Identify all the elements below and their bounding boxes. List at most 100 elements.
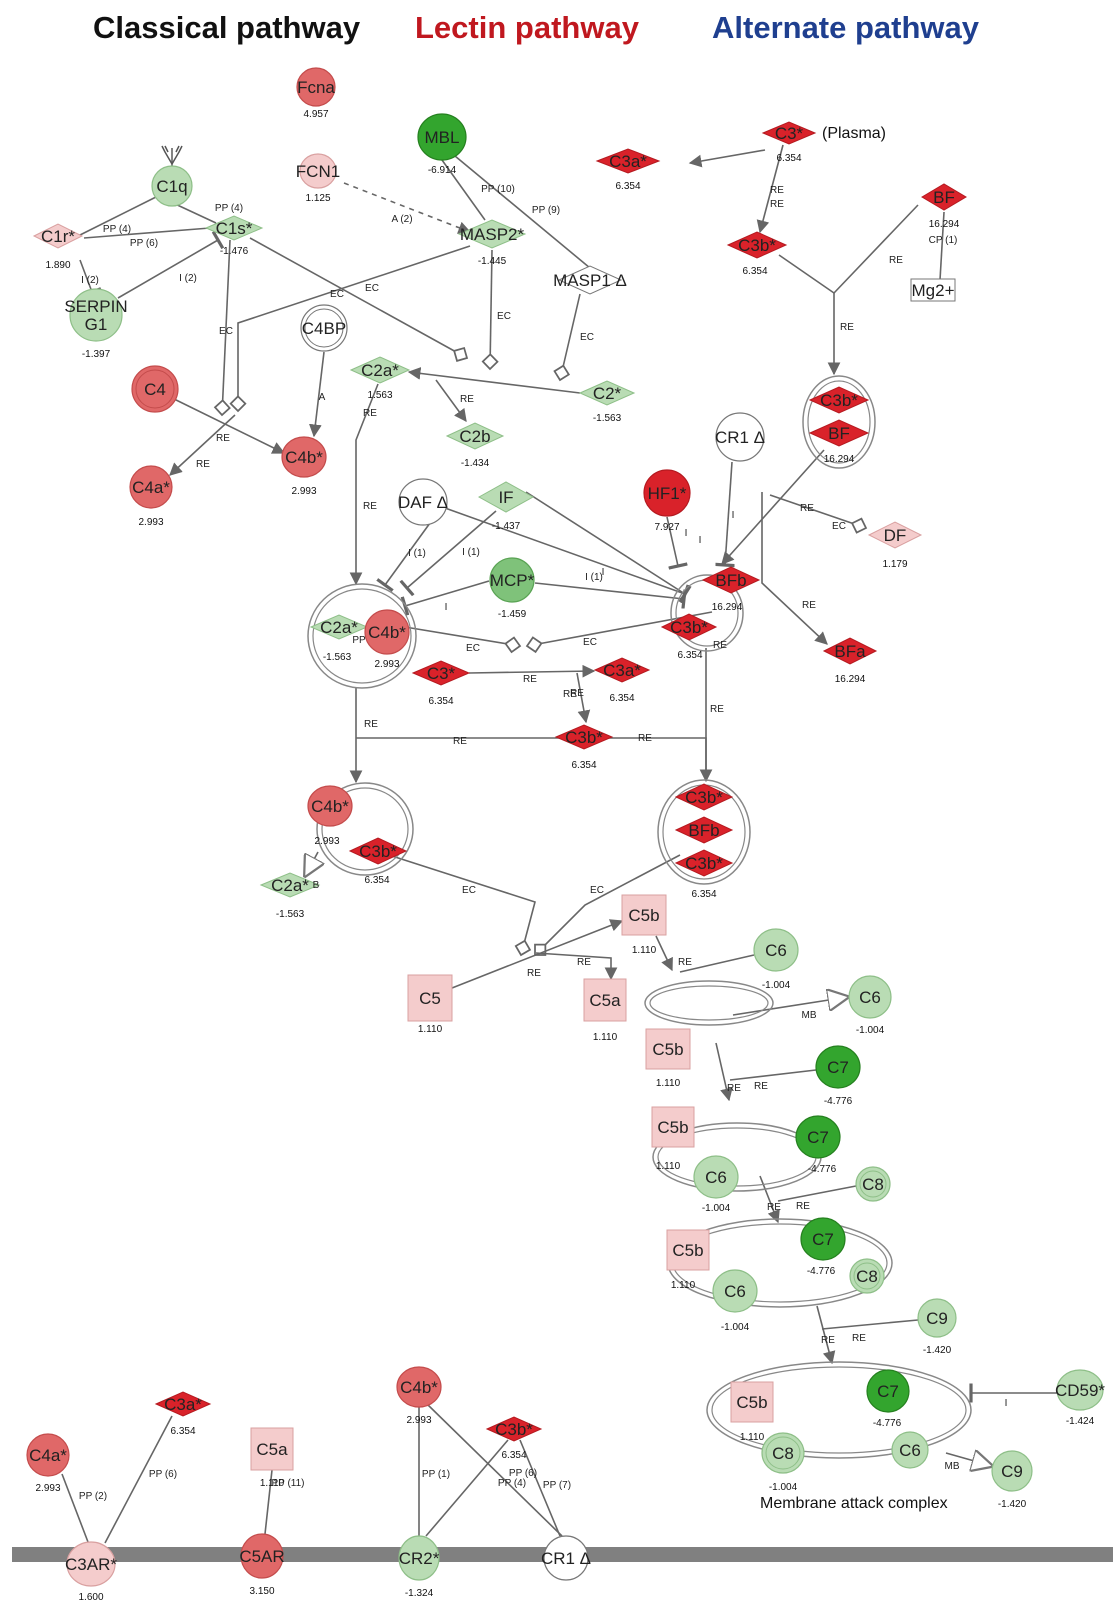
node-c3a_b-shape[interactable] [154, 1391, 212, 1417]
complex-member-2[interactable] [849, 1258, 885, 1294]
node-cr1_1[interactable]: CR1 Δ [715, 412, 765, 462]
node-c3a_top-shape[interactable] [595, 148, 661, 174]
node-c6_2[interactable]: C6-1.004 [848, 975, 892, 1036]
node-c4[interactable]: C4 [131, 365, 179, 413]
node-c4b_1-shape[interactable] [281, 436, 327, 478]
node-c5ar-shape[interactable] [240, 1533, 284, 1579]
complex-member-0[interactable] [307, 785, 353, 827]
node-c5a_b-shape[interactable] [250, 1427, 294, 1471]
node-c4bp[interactable]: C4BP [300, 304, 348, 352]
node-c7_1[interactable]: C7-4.776 [815, 1045, 861, 1107]
complex-member-3[interactable] [761, 1432, 805, 1474]
complex-member-0[interactable] [701, 566, 761, 594]
node-c3plasma-shape[interactable] [761, 121, 817, 145]
complex-member-1[interactable] [660, 613, 718, 641]
complex-member-1[interactable] [674, 816, 734, 844]
node-c2_1-shape[interactable] [578, 380, 636, 406]
node-cd59-shape[interactable] [1056, 1369, 1104, 1411]
node-bf_top-shape[interactable] [921, 183, 967, 211]
node-c1s-shape[interactable] [204, 215, 264, 241]
complex-member-0[interactable] [808, 386, 870, 414]
node-serpin-shape[interactable] [69, 288, 123, 342]
complex-member-1[interactable] [795, 1115, 841, 1159]
complex-member-0[interactable] [674, 783, 734, 811]
node-cr1_b-shape[interactable] [543, 1535, 589, 1581]
node-mbl[interactable]: MBL-6.914 [417, 113, 467, 176]
node-c9_2-shape[interactable] [991, 1450, 1033, 1492]
node-c3b_b-shape[interactable] [485, 1416, 543, 1442]
node-c8_1[interactable]: C8 [855, 1166, 891, 1202]
complex-member-2[interactable] [674, 849, 734, 877]
node-c2_1[interactable]: C2*-1.563 [578, 380, 636, 424]
node-if[interactable]: IF-1.437 [477, 481, 535, 532]
node-c2b-shape[interactable] [445, 422, 505, 450]
node-mg2-shape[interactable] [910, 278, 956, 302]
node-masp1[interactable]: MASP1 Δ [553, 265, 627, 295]
node-c2a_low[interactable]: C2a*-1.563 [259, 872, 321, 920]
node-c3_mid-shape[interactable] [411, 660, 471, 686]
node-df[interactable]: DF1.179 [867, 521, 923, 570]
node-c4a_b[interactable]: C4a*2.993 [26, 1433, 70, 1494]
node-c4bp-shape[interactable] [300, 304, 348, 352]
node-c2b[interactable]: C2b-1.434 [445, 422, 505, 469]
node-c4b_1[interactable]: C4b*2.993 [281, 436, 327, 497]
complex-member-3[interactable] [712, 1269, 758, 1313]
node-c4b_b-shape[interactable] [396, 1366, 442, 1408]
node-df-shape[interactable] [867, 521, 923, 549]
node-c7_1-shape[interactable] [815, 1045, 861, 1089]
node-cr1_1-shape[interactable] [715, 412, 765, 462]
node-c3ar-shape[interactable] [66, 1541, 116, 1587]
complex-member-0[interactable] [730, 1381, 774, 1423]
complex-member-2[interactable] [891, 1431, 929, 1469]
node-c5b_1-shape[interactable] [621, 894, 667, 936]
node-fcn1-shape[interactable] [299, 153, 337, 189]
node-c2a_1[interactable]: C2a*1.563 [349, 356, 411, 401]
complex-member-1[interactable] [800, 1217, 846, 1261]
node-c2a_1-shape[interactable] [349, 356, 411, 384]
node-c5-shape[interactable] [407, 974, 453, 1022]
node-c1r-shape[interactable] [32, 223, 84, 249]
node-c6_1[interactable]: C6-1.004 [753, 928, 799, 991]
node-c3b_mid[interactable]: C3b*6.354 [554, 724, 614, 771]
node-masp1-shape[interactable] [557, 265, 623, 295]
node-mcp-shape[interactable] [489, 557, 535, 603]
node-hf1-shape[interactable] [643, 469, 691, 517]
node-c1s[interactable]: C1s*-1.476 [204, 215, 264, 257]
node-c3b_mid-shape[interactable] [554, 724, 614, 750]
complex-member-2[interactable] [693, 1155, 739, 1199]
node-c4a_b-shape[interactable] [26, 1433, 70, 1477]
node-masp2[interactable]: MASP2*-1.445 [457, 219, 527, 267]
node-c2a_low-shape[interactable] [259, 872, 321, 898]
node-c1r[interactable]: C1r*1.890 [32, 223, 84, 271]
node-c9_1-shape[interactable] [917, 1298, 957, 1338]
complex-member-1[interactable] [808, 419, 870, 447]
node-mcp[interactable]: MCP*-1.459 [489, 557, 535, 620]
node-c3plasma[interactable]: C3*6.354 [761, 121, 817, 164]
node-c9_2[interactable]: C9-1.420 [991, 1450, 1033, 1510]
node-masp2-shape[interactable] [457, 219, 527, 249]
node-c3b_top[interactable]: C3b*6.354 [726, 231, 788, 277]
node-hf1[interactable]: HF1*7.927 [643, 469, 691, 533]
node-c3a_top[interactable]: C3a*6.354 [595, 148, 661, 192]
complex-member-1[interactable] [364, 609, 410, 655]
node-cr2-shape[interactable] [398, 1535, 440, 1581]
node-c3b_top-shape[interactable] [726, 231, 788, 259]
node-c1q[interactable]: C1q [151, 165, 193, 207]
node-c3b_b[interactable]: C3b*6.354 [485, 1416, 543, 1461]
node-cr1_b[interactable]: CR1 Δ [541, 1535, 591, 1581]
